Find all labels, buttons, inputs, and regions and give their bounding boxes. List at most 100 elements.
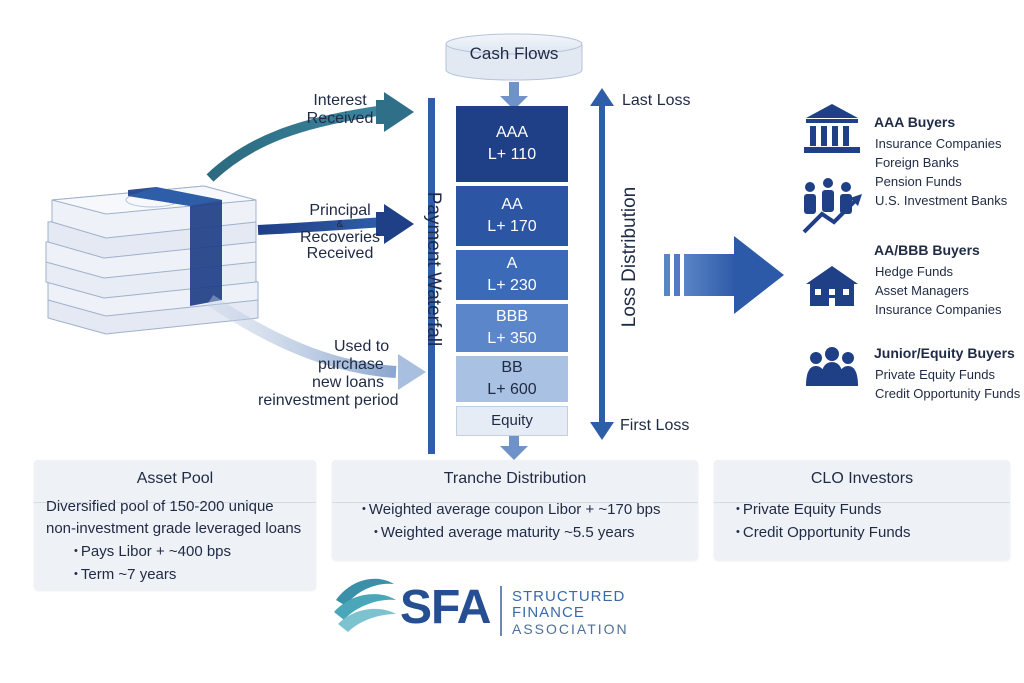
- buyer-item: Foreign Banks: [875, 155, 959, 170]
- tranche-equity: Equity: [456, 406, 568, 436]
- principal-flow-curve: [257, 217, 385, 235]
- card-bullet-row: Weighted average maturity ~5.5 years: [374, 521, 661, 544]
- buyer-item: U.S. Investment Banks: [875, 193, 1008, 208]
- people-growth-icon: [802, 178, 862, 234]
- tranche-bbb: BBB L+ 350: [456, 304, 568, 352]
- card-title: Asset Pool: [136, 470, 214, 487]
- aa-bbb-buyers-list: Hedge Funds Asset Managers Insurance Com…: [875, 262, 1001, 319]
- interest-flow-curve: [206, 105, 385, 182]
- sfa-logo-abbr: SFA: [400, 581, 491, 634]
- card-bullet-row: Credit Opportunity Funds: [736, 521, 911, 544]
- buyer-item: Asset Managers: [875, 283, 969, 298]
- card-bullet: Weighted average maturity ~5.5 years: [374, 524, 635, 541]
- tranche-a: A L+ 230: [456, 250, 568, 300]
- card-bullet: Credit Opportunity Funds: [736, 524, 911, 541]
- tranche-name: A: [506, 255, 518, 272]
- flow-label-line: &: [336, 219, 344, 230]
- card-bullet: Weighted average coupon Libor + ~170 bps: [362, 501, 661, 518]
- tranche-name: BBB: [495, 308, 528, 325]
- money-stack-icon: [45, 185, 259, 335]
- tranche-aa: AA L+ 170: [456, 186, 568, 246]
- card-bullet-row: Private Equity Funds: [736, 498, 911, 521]
- flow-label-line: new loans: [312, 374, 385, 391]
- principal-arrow-icon: [384, 204, 414, 244]
- buyer-item: Pension Funds: [875, 174, 962, 189]
- tranche-name: AAA: [495, 124, 528, 141]
- group-icon: [806, 347, 858, 386]
- card-divider: [332, 502, 698, 503]
- logo-line-structured: STRUCTURED: [512, 588, 626, 605]
- reinvest-flow-curve: [206, 295, 397, 378]
- buyer-item: Insurance Companies: [875, 302, 1002, 317]
- card-title: CLO Investors: [810, 470, 914, 487]
- buyer-item: Credit Opportunity Funds: [875, 386, 1021, 401]
- flow-label-line: purchase: [318, 356, 384, 373]
- card-divider: [714, 502, 1010, 503]
- tranche-spread: L+ 230: [487, 277, 537, 294]
- logo-divider: [500, 586, 502, 636]
- loss-distribution-arrow: [590, 88, 614, 440]
- card-bullet: Term ~7 years: [74, 566, 176, 583]
- clo-investors-card: CLO Investors Private Equity Funds Credi…: [714, 460, 1010, 560]
- logo-line-association: ASSOCIATION: [512, 621, 629, 637]
- junior-equity-buyers-list: Private Equity Funds Credit Opportunity …: [875, 365, 1024, 403]
- payment-waterfall-label: Payment Waterfall: [423, 191, 444, 347]
- card-line: Diversified pool of 150-200 unique: [46, 498, 274, 515]
- flow-label-line: Received: [306, 110, 374, 127]
- flow-label-line: Principal: [309, 202, 371, 219]
- card-divider: [34, 502, 316, 503]
- logo-line-finance: FINANCE: [512, 604, 585, 621]
- interest-received-label: Interest Received: [296, 92, 384, 128]
- interest-arrow-icon: [384, 92, 414, 132]
- buyer-item: Private Equity Funds: [875, 367, 995, 382]
- flow-label-line: reinvestment period: [258, 392, 399, 409]
- reinvest-arrow-icon: [398, 354, 426, 390]
- cash-flows-label: Cash Flows: [469, 44, 559, 63]
- last-loss-label: Last Loss: [622, 92, 691, 109]
- bank-icon: [804, 104, 860, 153]
- flow-label-line: Received: [306, 245, 374, 262]
- card-bullet: Private Equity Funds: [736, 501, 881, 518]
- card-bullet-row: Term ~7 years: [74, 563, 346, 586]
- tranche-bb: BB L+ 600: [456, 356, 568, 402]
- principal-recoveries-label: Principal & Recoveries Received: [290, 202, 390, 262]
- buyer-item: Hedge Funds: [875, 264, 954, 279]
- tranche-distribution-card: Tranche Distribution Weighted average co…: [332, 460, 698, 560]
- flow-label-line: Recoveries: [299, 229, 381, 246]
- card-body: Private Equity Funds Credit Opportunity …: [736, 498, 911, 544]
- card-line: non-investment grade leveraged loans: [46, 520, 302, 537]
- card-body: Diversified pool of 150-200 unique non-i…: [46, 496, 346, 586]
- card-body: Weighted average coupon Libor + ~170 bps…: [362, 498, 661, 544]
- buyer-item: Insurance Companies: [875, 136, 1002, 151]
- tranche-spread: L+ 350: [487, 330, 537, 347]
- flow-label-line: Used to: [334, 338, 390, 355]
- card-bullet: Pays Libor + ~400 bps: [74, 543, 231, 560]
- flow-label-line: Interest: [313, 92, 367, 109]
- big-right-arrow-icon: [664, 236, 784, 314]
- tranche-spread: L+ 600: [487, 381, 537, 398]
- tranche-spread: L+ 170: [487, 218, 537, 235]
- tranche-name: BB: [501, 359, 523, 376]
- aaa-buyers-title: AAA Buyers: [874, 114, 956, 130]
- aa-bbb-buyers-title: AA/BBB Buyers: [874, 242, 980, 258]
- down-arrow-icon: [500, 96, 528, 110]
- card-title: Tranche Distribution: [443, 470, 587, 487]
- tranche-aaa: AAA L+ 110: [456, 106, 568, 182]
- loss-distribution-label: Loss Distribution: [619, 186, 640, 328]
- junior-equity-buyers-title: Junior/Equity Buyers: [874, 345, 1015, 361]
- tranche-name: Equity: [491, 412, 533, 429]
- card-bullet-row: Weighted average coupon Libor + ~170 bps: [362, 498, 661, 521]
- building-icon: [806, 266, 858, 306]
- cash-flows-cylinder: [445, 33, 583, 81]
- first-loss-label: First Loss: [620, 417, 690, 434]
- down-arrow-icon: [500, 446, 528, 460]
- sfa-logo-waves-icon: [334, 578, 396, 632]
- waterfall-bar: [428, 98, 435, 454]
- card-bullet-row: Pays Libor + ~400 bps: [74, 540, 346, 563]
- tranche-spread: L+ 110: [487, 146, 537, 163]
- aaa-buyers-list: Insurance Companies Foreign Banks Pensio…: [875, 134, 1007, 210]
- reinvestment-label: Used to purchase new loans reinvestment …: [248, 338, 418, 410]
- tranche-name: AA: [501, 196, 523, 213]
- asset-pool-card: Asset Pool Diversified pool of 150-200 u…: [34, 460, 316, 590]
